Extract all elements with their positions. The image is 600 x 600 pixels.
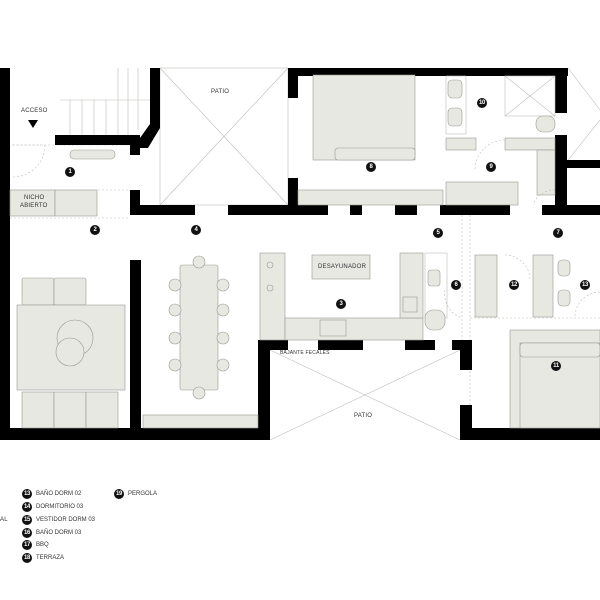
marker-2: 2 (90, 225, 100, 235)
legend-label: BBQ (36, 542, 49, 548)
legend-number: 14 (22, 502, 32, 512)
marker-9: 9 (486, 162, 496, 172)
legend-item: 17 BBQ (22, 540, 49, 550)
patio-top (159, 67, 289, 206)
marker-12: 12 (509, 280, 519, 290)
legend-cut-text: AL (0, 517, 8, 523)
stairs (60, 68, 150, 135)
label-nicho-2: ABIERTO (20, 203, 48, 209)
legend-item: 15 VESTIDOR DORM 03 (22, 515, 95, 525)
furniture (9, 74, 600, 429)
label-bajante: BAJANTE FECALES (280, 350, 330, 356)
legend-label: BAÑO DORM 03 (36, 530, 82, 536)
marker-1: 1 (65, 167, 75, 177)
walls (0, 68, 600, 440)
legend-item: 14 DORMITORIO 03 (22, 502, 83, 512)
legend-number: 17 (22, 540, 32, 550)
legend-number: 15 (22, 515, 32, 525)
marker-7: 7 (553, 228, 563, 238)
legend-label: DORMITORIO 03 (36, 504, 84, 510)
patio-right (567, 67, 600, 161)
legend-number: 19 (114, 489, 124, 499)
legend-item: 19 PERGOLA (114, 489, 157, 499)
legend-label: BAÑO DORM 02 (36, 491, 82, 497)
marker-3: 3 (336, 299, 346, 309)
marker-5: 5 (433, 228, 443, 238)
legend-item: 13 BAÑO DORM 02 (22, 489, 81, 499)
marker-6: 6 (451, 280, 461, 290)
marker-4: 4 (191, 225, 201, 235)
legend-number: 16 (22, 528, 32, 538)
label-nicho-1: NICHO (24, 195, 45, 201)
legend-label: TERRAZA (36, 555, 65, 561)
label-patio-top: PATIO (211, 89, 230, 95)
legend-label: VESTIDOR DORM 03 (36, 517, 96, 523)
legend-item: 16 BAÑO DORM 03 (22, 528, 81, 538)
legend-number: 13 (22, 489, 32, 499)
label-patio-bottom: PATIO (354, 413, 373, 419)
legend-item: 18 TERRAZA (22, 553, 64, 563)
marker-10: 10 (477, 98, 487, 108)
label-acceso: ACCESO (21, 108, 48, 114)
legend-label: PERGOLA (128, 491, 158, 497)
marker-8: 8 (366, 162, 376, 172)
legend-number: 18 (22, 553, 32, 563)
marker-13: 13 (580, 280, 590, 290)
acceso-arrow-icon (28, 120, 38, 128)
label-desayunador: DESAYUNADOR (318, 264, 367, 270)
marker-11: 11 (551, 361, 561, 371)
doors (12, 139, 600, 319)
patio-bottom (269, 349, 461, 441)
